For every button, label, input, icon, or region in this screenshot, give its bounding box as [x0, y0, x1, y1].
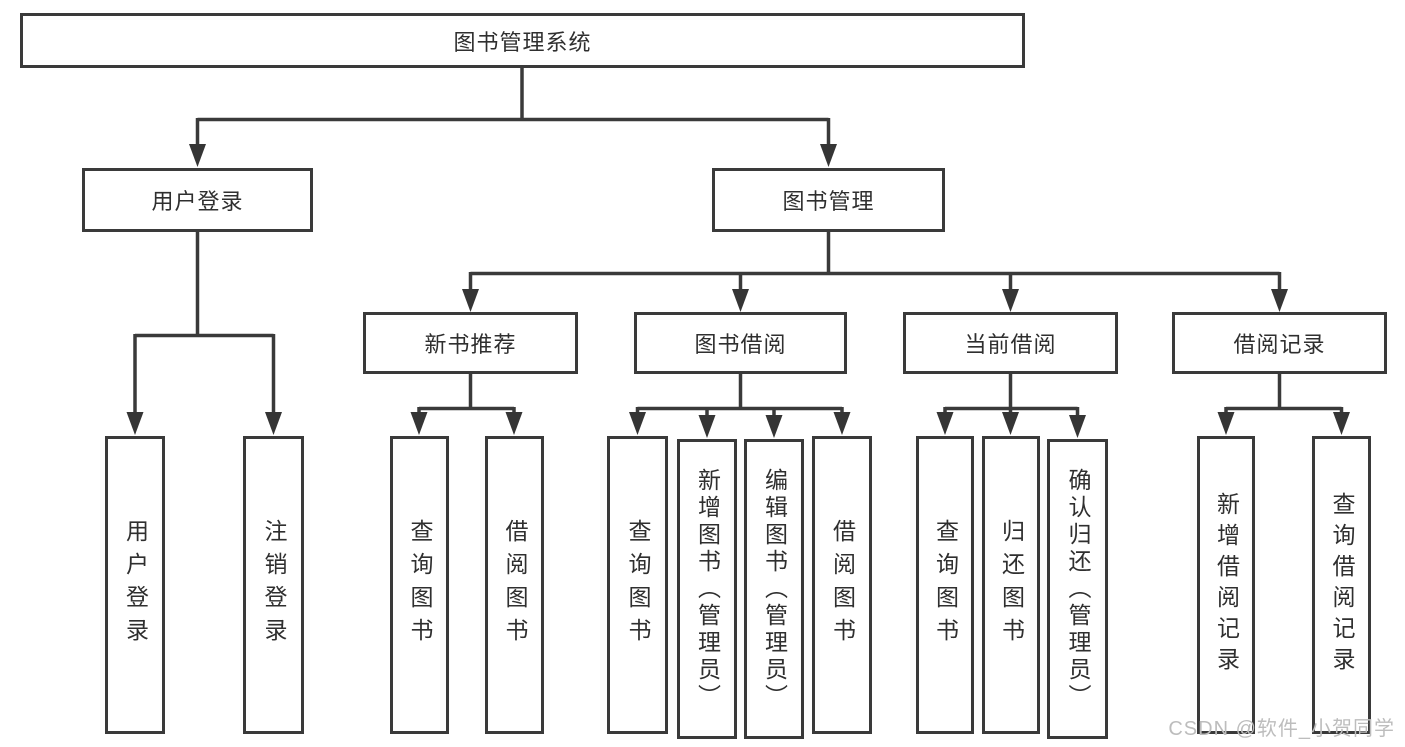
leaf-user-login: 用户登录: [105, 436, 165, 734]
node-book-borrowing: 图书借阅: [634, 312, 847, 374]
leaf-confirm-return-admin: 确认归还（管理员）: [1047, 439, 1108, 739]
leaf-query-books-borrowing: 查询图书: [607, 436, 668, 734]
leaf-add-borrow-record: 新增借阅记录: [1197, 436, 1255, 734]
leaf-query-books-recommend: 查询图书: [390, 436, 449, 734]
leaf-return-books: 归还图书: [982, 436, 1040, 734]
leaf-borrow-books-recommend: 借阅图书: [485, 436, 544, 734]
leaf-query-books-current: 查询图书: [916, 436, 974, 734]
leaf-edit-book-admin: 编辑图书（管理员）: [744, 439, 804, 739]
node-library-management-system: 图书管理系统: [20, 13, 1025, 68]
node-user-login: 用户登录: [82, 168, 313, 232]
node-new-book-recommend: 新书推荐: [363, 312, 578, 374]
leaf-add-book-admin: 新增图书（管理员）: [677, 439, 737, 739]
leaf-query-borrow-record: 查询借阅记录: [1312, 436, 1371, 734]
leaf-logout: 注销登录: [243, 436, 304, 734]
node-current-borrowing: 当前借阅: [903, 312, 1118, 374]
csdn-watermark: CSDN @软件_小贺同学: [1168, 718, 1395, 740]
node-book-management: 图书管理: [712, 168, 945, 232]
leaf-borrow-books: 借阅图书: [812, 436, 872, 734]
node-borrowing-records: 借阅记录: [1172, 312, 1387, 374]
